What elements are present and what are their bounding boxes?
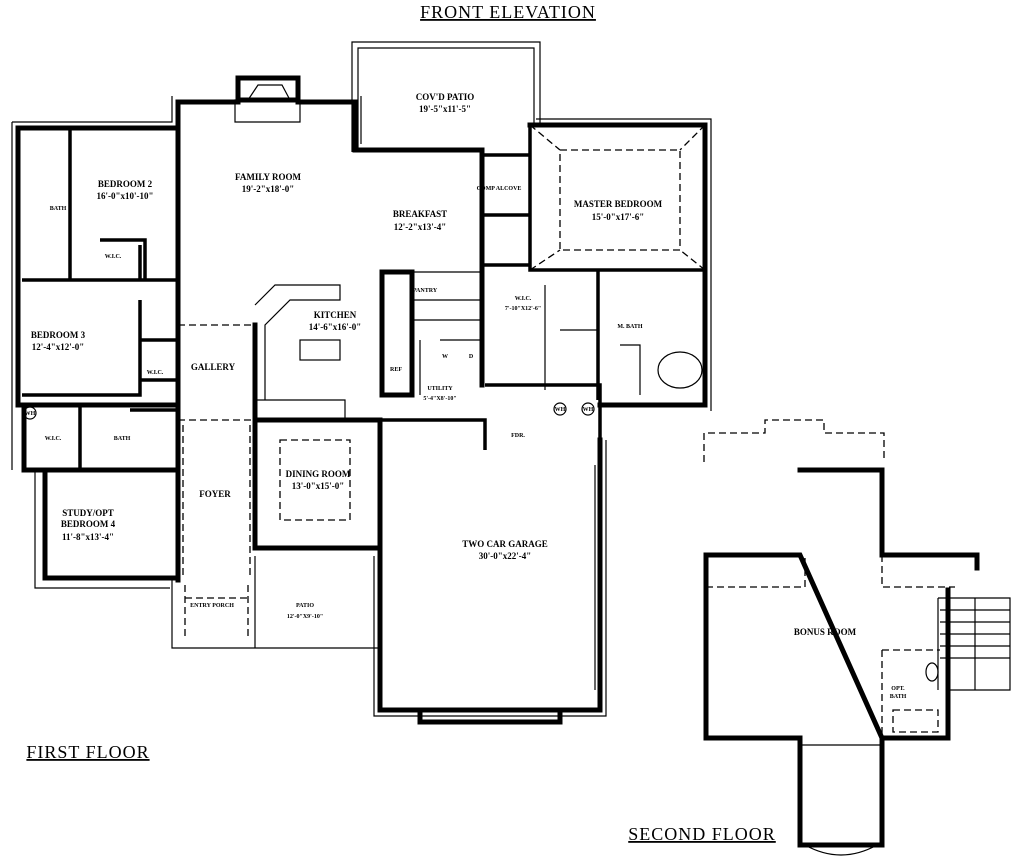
wic-label: W.I.C. <box>105 254 122 260</box>
water-heater-label: WH <box>583 407 594 413</box>
utility-label: UTILITY <box>427 386 453 392</box>
master-bedroom-size: 15'-0"x17'-6" <box>592 212 645 222</box>
bonus-room-label: BONUS ROOM <box>794 627 857 637</box>
dryer-label: D <box>469 354 474 360</box>
powder-room-label: FDR. <box>511 433 525 439</box>
second-floor-walls <box>703 419 1011 856</box>
wic-label: W.I.C. <box>45 436 62 442</box>
study-size: 11'-8"x13'-4" <box>62 532 114 542</box>
washer-label: W <box>442 354 448 360</box>
bath-label: BATH <box>50 206 67 212</box>
breakfast-label: BREAKFAST <box>393 209 447 219</box>
family-room-label: FAMILY ROOM <box>235 172 301 182</box>
covd-patio-label: COV'D PATIO <box>416 92 474 102</box>
family-room-size: 19'-2"x18'-0" <box>242 184 295 194</box>
breakfast-size: 12'-2"x13'-4" <box>394 222 447 232</box>
comp-alcove-label: COMP ALCOVE <box>477 186 522 192</box>
wic-label: W.I.C. <box>147 370 164 376</box>
patio-label: PATIO <box>296 603 314 609</box>
garage-size: 30'-0"x22'-4" <box>479 551 532 561</box>
patio-size: 12'-0"X9'-10" <box>287 614 323 620</box>
opt-bath-label: OPT. <box>891 686 905 692</box>
utility-size: 5'-4"X8'-10" <box>423 396 456 402</box>
kitchen-label: KITCHEN <box>314 310 357 320</box>
study-label-2: BEDROOM 4 <box>61 519 116 529</box>
water-heater-label: WH <box>25 411 36 417</box>
first-floor-labels: COV'D PATIO 19'-5"x11'-5" FAMILY ROOM 19… <box>23 92 663 620</box>
pantry-label: PANTRY <box>413 288 438 294</box>
second-floor-title: SECOND FLOOR <box>628 824 776 844</box>
foyer-label: FOYER <box>199 489 231 499</box>
water-heater-label: WH <box>555 407 566 413</box>
first-floor-title: FIRST FLOOR <box>26 742 149 762</box>
bath-label: BATH <box>114 436 131 442</box>
master-wic-size: 7'-10"X12'-6" <box>505 306 541 312</box>
master-wic-label: W.I.C. <box>515 296 532 302</box>
bedroom2-label: BEDROOM 2 <box>98 179 153 189</box>
master-bedroom-label: MASTER BEDROOM <box>574 199 663 209</box>
first-floor-walls <box>11 41 712 725</box>
gallery-label: GALLERY <box>191 362 236 372</box>
garage-label: TWO CAR GARAGE <box>462 539 548 549</box>
second-floor-labels: BONUS ROOM OPT. BATH <box>794 627 907 700</box>
covd-patio-size: 19'-5"x11'-5" <box>419 104 471 114</box>
master-bath-label: M. BATH <box>617 324 643 330</box>
kitchen-size: 14'-6"x16'-0" <box>309 322 362 332</box>
bedroom3-label: BEDROOM 3 <box>31 330 86 340</box>
bedroom2-size: 16'-0"x10'-10" <box>97 191 154 201</box>
dining-room-size: 13'-0"x15'-0" <box>292 481 345 491</box>
bedroom3-size: 12'-4"x12'-0" <box>32 342 85 352</box>
opt-bath-label-2: BATH <box>890 694 907 700</box>
entry-porch-label: ENTRY PORCH <box>190 603 234 609</box>
ref-label: REF <box>390 367 402 373</box>
study-label: STUDY/OPT <box>62 508 114 518</box>
front-elevation-title: FRONT ELEVATION <box>420 2 596 22</box>
dining-room-label: DINING ROOM <box>286 469 351 479</box>
